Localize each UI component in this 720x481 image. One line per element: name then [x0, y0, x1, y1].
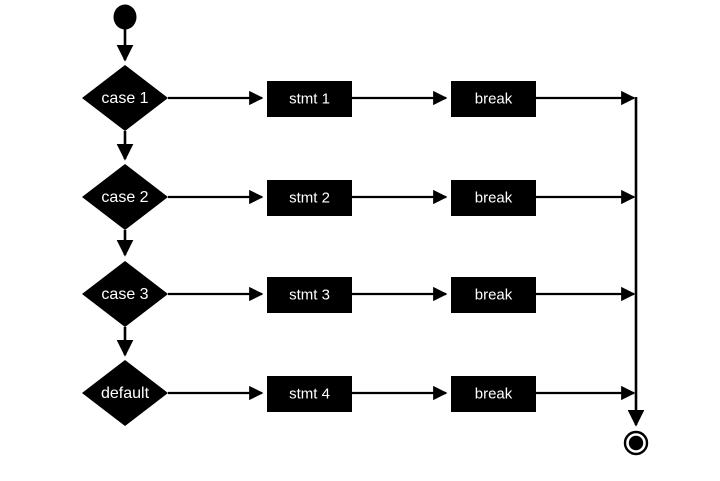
- action-break-2[interactable]: [451, 180, 536, 216]
- action-stmt-1[interactable]: [267, 81, 352, 117]
- action-stmt-3[interactable]: [267, 277, 352, 313]
- branch-row-case-1: case 1 stmt 1 break: [82, 65, 636, 161]
- action-break-4[interactable]: [451, 376, 536, 412]
- decision-case-1[interactable]: [82, 65, 168, 131]
- action-stmt-2[interactable]: [267, 180, 352, 216]
- decision-case-3[interactable]: [82, 261, 168, 327]
- start-node: [113, 4, 137, 62]
- branch-row-case-3: case 3 stmt 3 break: [82, 261, 636, 357]
- branch-row-default: default stmt 4 break: [82, 360, 636, 426]
- start-circle-icon: [113, 4, 137, 30]
- branch-row-case-2: case 2 stmt 2 break: [82, 164, 636, 257]
- action-break-1[interactable]: [451, 81, 536, 117]
- decision-default[interactable]: [82, 360, 168, 426]
- decision-case-2[interactable]: [82, 164, 168, 230]
- merge-rail-group: [623, 97, 649, 456]
- end-node-inner-circle-icon: [628, 435, 644, 451]
- action-stmt-4[interactable]: [267, 376, 352, 412]
- action-break-3[interactable]: [451, 277, 536, 313]
